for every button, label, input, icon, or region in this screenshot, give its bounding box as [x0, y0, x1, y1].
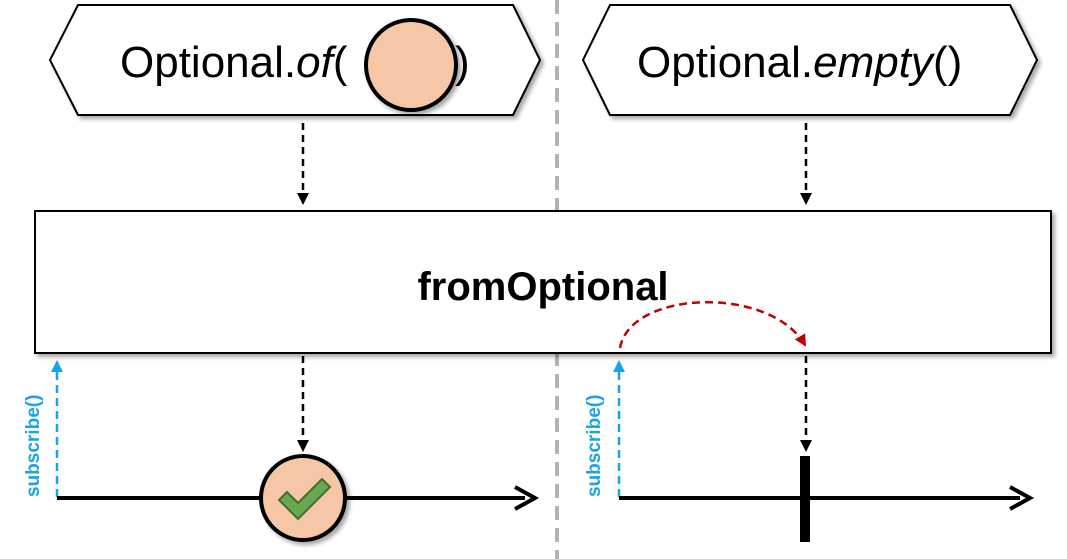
operator-label: fromOptional: [417, 265, 668, 309]
success-marble: [259, 454, 347, 542]
right-source-method: empty: [813, 38, 936, 87]
left-source-open-paren: (: [333, 38, 348, 87]
left-source-close-paren: ): [455, 38, 470, 87]
right-subscribe: subscribe(): [584, 360, 625, 497]
left-timeline-arrowhead: [514, 485, 540, 511]
check-icon: [277, 477, 332, 521]
left-output-timeline: [57, 454, 540, 542]
right-source: Optional.empty(): [581, 4, 1039, 116]
left-source-method: of: [296, 38, 337, 87]
left-subscribe-label: subscribe(): [23, 395, 44, 497]
right-source-text: Optional.empty(): [637, 38, 962, 87]
right-output-timeline: [619, 456, 1035, 542]
completion-bar: [800, 456, 810, 542]
operator-box: fromOptional: [34, 210, 1052, 354]
left-subscribe: subscribe(): [23, 360, 63, 497]
right-source-prefix: Optional.: [637, 38, 813, 87]
right-source-hexagon: [581, 4, 1039, 116]
left-source-item-marble: [364, 18, 458, 112]
left-source: Optional.of( ): [48, 4, 542, 116]
right-timeline-arrowhead: [1009, 485, 1035, 511]
operator-rect: [34, 210, 1052, 354]
left-source-text: Optional.of(: [120, 38, 348, 87]
right-source-parens: (): [933, 38, 962, 87]
left-source-prefix: Optional.: [120, 38, 296, 87]
right-subscribe-label: subscribe(): [584, 395, 605, 497]
